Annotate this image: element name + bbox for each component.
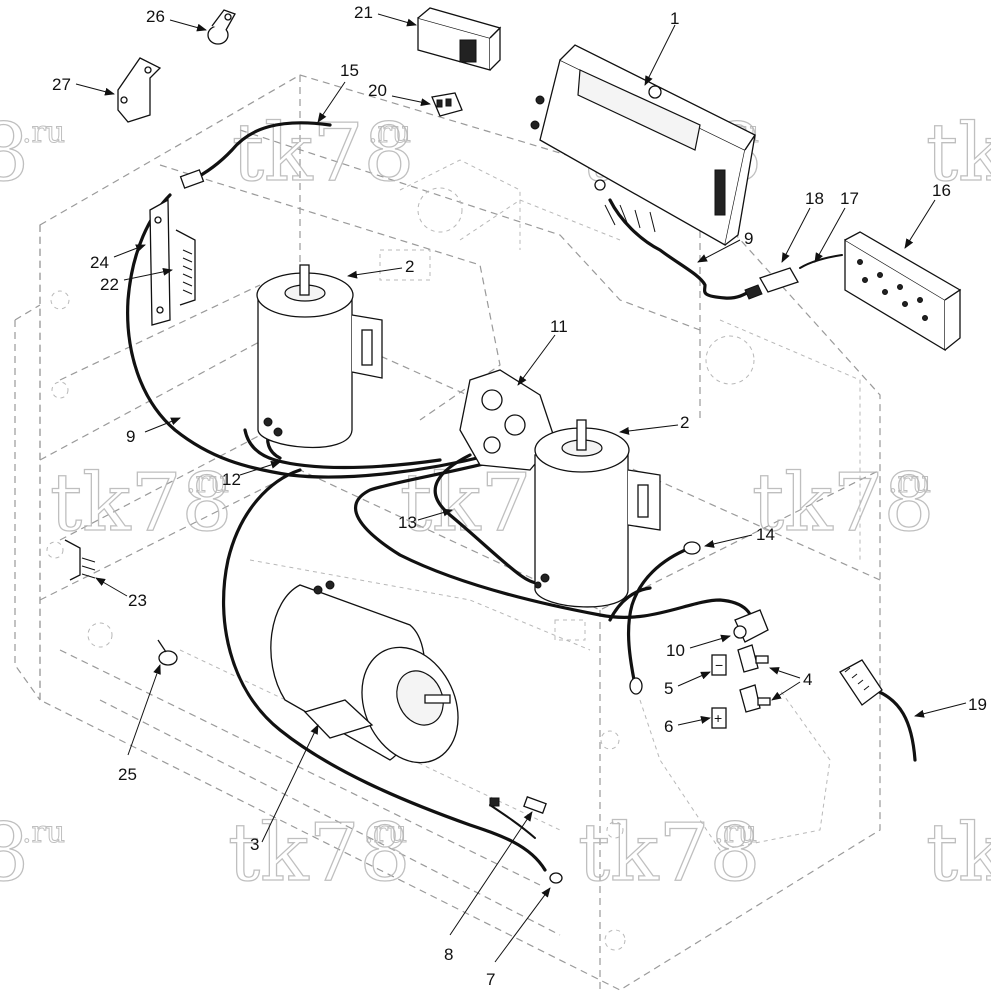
watermark-text: tk78	[578, 806, 760, 899]
watermark-suffix: .ru	[22, 115, 65, 150]
negative-decal: −	[711, 654, 727, 676]
callouts: 1 2 2 3 4 5 6 7 8 9 9 10 11 12 13 14	[52, 3, 987, 989]
terminal-post-lower	[739, 684, 771, 713]
drive-motor	[270, 580, 459, 764]
watermark-suffix: .ru	[368, 115, 411, 150]
watermark-suffix: .ru	[22, 815, 65, 850]
watermark-suffix: .ru	[888, 465, 931, 500]
watermark-text: 8	[0, 106, 29, 199]
watermark-text: tk78	[50, 456, 232, 549]
callout-15: 15	[340, 61, 359, 80]
fuse-holder	[417, 7, 502, 71]
fuse-connector	[549, 872, 563, 884]
callout-17: 17	[840, 189, 859, 208]
watermark-text: 8	[0, 806, 29, 899]
positive-decal: +	[711, 707, 727, 729]
inline-connector	[179, 169, 205, 189]
callout-2-upper: 2	[405, 257, 414, 276]
harness-connector	[744, 267, 799, 300]
callout-25: 25	[118, 765, 137, 784]
watermark-text: tk78	[228, 806, 410, 899]
positive-symbol: +	[714, 710, 722, 726]
inline-fuse	[489, 796, 547, 814]
callout-6: 6	[664, 717, 673, 736]
watermark-suffix: .ru	[714, 815, 757, 850]
callout-24: 24	[90, 253, 109, 272]
callout-26: 26	[146, 7, 165, 26]
callout-12: 12	[222, 470, 241, 489]
callout-8: 8	[444, 945, 453, 964]
callout-16: 16	[932, 181, 951, 200]
callout-13: 13	[398, 513, 417, 532]
ring-terminal	[629, 541, 701, 695]
callout-20: 20	[368, 81, 387, 100]
resistor	[64, 539, 96, 581]
terminal-box	[844, 231, 962, 352]
resistor-bracket	[149, 198, 196, 326]
watermark-text: tk78	[752, 456, 934, 549]
callout-7: 7	[486, 970, 495, 989]
controller-module	[530, 44, 756, 247]
terminal-post-upper	[737, 644, 769, 673]
callout-14: 14	[756, 525, 775, 544]
watermark-suffix: .ru	[186, 465, 229, 500]
callout-3: 3	[250, 835, 259, 854]
mounting-plate	[459, 369, 556, 471]
ring-lug	[157, 639, 178, 666]
watermark-text: tk78	[926, 106, 991, 199]
callout-5: 5	[664, 679, 673, 698]
callout-4: 4	[803, 670, 812, 689]
mounting-bracket	[117, 57, 162, 123]
pump-motor-lower	[534, 419, 661, 608]
callout-9-left: 9	[126, 427, 135, 446]
callout-27: 27	[52, 75, 71, 94]
negative-symbol: −	[715, 657, 723, 673]
callout-23: 23	[128, 591, 147, 610]
callout-10: 10	[666, 641, 685, 660]
callout-2-lower: 2	[680, 413, 689, 432]
callout-1: 1	[670, 9, 679, 28]
callout-21: 21	[354, 3, 373, 22]
callout-9-right: 9	[744, 229, 753, 248]
callout-18: 18	[805, 189, 824, 208]
key-switch	[733, 609, 769, 643]
watermark-suffix: .ru	[364, 815, 407, 850]
callout-19: 19	[968, 695, 987, 714]
wiring-harness	[126, 121, 917, 872]
callout-11: 11	[550, 317, 568, 336]
callout-22: 22	[100, 275, 119, 294]
connector-plug	[431, 92, 463, 117]
cable-clamp	[207, 9, 236, 45]
charger-receptacle	[839, 659, 883, 706]
pump-motor-upper	[256, 264, 383, 449]
watermark-text: tk78	[926, 806, 991, 899]
